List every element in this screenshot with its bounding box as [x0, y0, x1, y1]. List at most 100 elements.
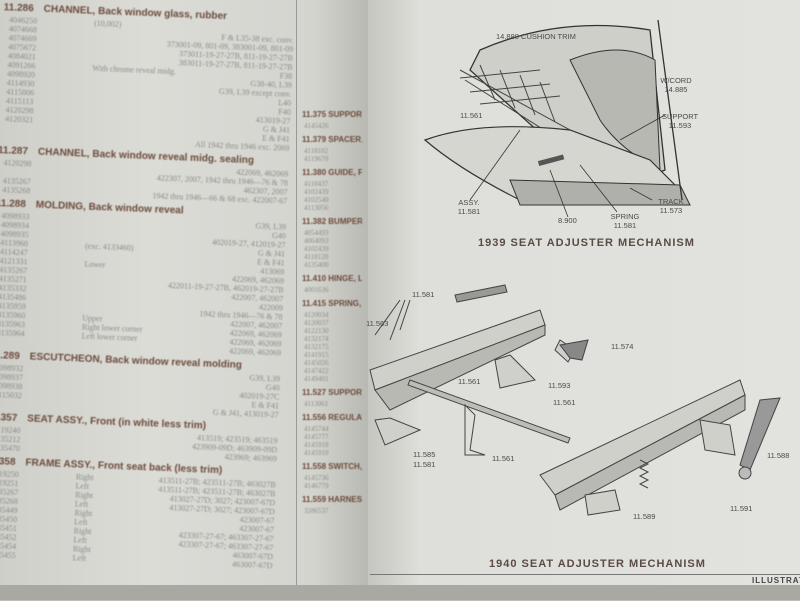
figure-title-1939: 1939 SEAT ADJUSTER MECHANISM [478, 237, 695, 249]
column-divider [296, 0, 297, 590]
part-number: 4132174 [304, 335, 329, 343]
entry-number: 11.375 [302, 110, 327, 119]
part-number: 4102439 [304, 188, 329, 196]
entry-number: 11.286 [3, 2, 34, 15]
entry-number: 11.558 [302, 462, 327, 471]
part-number: 4147422 [304, 367, 329, 375]
middle-entry-heading: 11.559 HARNESS, Seat [302, 495, 362, 505]
entry-title: SPACER, Front [328, 135, 362, 144]
entry-number: 11.559 [302, 495, 327, 504]
entry-number: 11.415 [302, 299, 327, 308]
callout-11588: 11.588 [767, 451, 790, 460]
entry-title: SUPPORT, Front [328, 110, 362, 119]
entry-number: 11.382 [302, 217, 327, 226]
figure-title-1940: 1940 SEAT ADJUSTER MECHANISM [489, 558, 706, 570]
part-number: 4064093 [304, 237, 329, 245]
part-number: 4113056 [304, 204, 329, 212]
entry-title: SWITCH, Seat [328, 462, 362, 471]
callout-11585: 11.585 [413, 450, 436, 459]
entry-number: 11.556 [302, 413, 327, 422]
part-number: 3286537 [304, 507, 329, 515]
part-number: 4145918 [304, 441, 329, 449]
part-number: 4141915 [304, 351, 329, 359]
entry-number: 11.289 [0, 349, 20, 363]
seat-adjuster-exploded-illustration [369, 284, 781, 516]
entry-title: BUMPER, Front [328, 217, 362, 226]
part-number: 4145910 [304, 449, 329, 457]
part-number: 4135268 [2, 185, 31, 196]
part-number: 4110437 [304, 180, 329, 188]
middle-entry-heading: 11.379 SPACER, Front [302, 135, 362, 145]
part-number: 4145026 [304, 359, 329, 367]
footer-rule [370, 574, 800, 575]
entry-title: SPRING, Front [328, 299, 362, 308]
part-application: 463007-67D [231, 559, 273, 571]
part-number: 4145426 [304, 122, 329, 130]
entry-title: HINGE, Lower [328, 274, 362, 283]
callout-11561-a: 11.561 [458, 377, 481, 386]
callout-spring: SPRING 11.581 [608, 212, 642, 230]
callout-11593: 11.593 [548, 381, 571, 390]
part-description: Left [72, 553, 87, 563]
callout-track-text: TRACK 11.573 [658, 197, 684, 215]
entry-number: 11.287 [0, 145, 29, 158]
part-number: 4113061 [304, 400, 329, 408]
part-number: 4135455 [0, 549, 16, 561]
entry-number: 11.380 [302, 168, 327, 177]
part-number: 4102439 [304, 245, 329, 253]
entry-number: 11.358 [0, 455, 16, 468]
callout-wcord: W/CORD 14.885 [656, 76, 696, 94]
middle-entry-heading: 11.380 GUIDE, Front [302, 168, 362, 178]
callout-11561-c: 11.561 [492, 454, 515, 463]
part-application: G & J41, 413019-27 [212, 407, 279, 420]
entry-title: REGULATOR, Front [328, 413, 362, 422]
part-number: 4120037 [304, 319, 329, 327]
callout-8900: 8.900 [558, 216, 577, 225]
part-number: 4001636 [304, 286, 329, 294]
callout-support: SUPPORT 11.593 [660, 112, 700, 130]
entry-number: 11.410 [302, 274, 327, 283]
middle-entry-heading: 11.375 SUPPORT, Front [302, 110, 362, 120]
callout-assy: ASSY. 11.581 [455, 198, 483, 216]
part-number: 4120034 [304, 311, 329, 319]
part-number: 4119670 [304, 155, 329, 163]
callout-11563: 11.563 [366, 319, 389, 328]
entry-title: HARNESS, Seat [328, 495, 362, 504]
part-number: 4054493 [304, 229, 329, 237]
part-number: 4135470 [0, 443, 21, 454]
callout-11581-bottom: 11.581 [413, 460, 436, 469]
part-number: 4122130 [304, 327, 329, 335]
middle-entry-heading: 11.558 SWITCH, Seat [302, 462, 362, 472]
part-number: 4118120 [304, 253, 329, 261]
part-number: 4146779 [304, 482, 329, 490]
table-surface [0, 585, 800, 600]
part-number: 4145744 [304, 425, 329, 433]
part-number: 4145736 [304, 474, 329, 482]
part-number: 4132175 [304, 343, 329, 351]
middle-entry-heading: 11.527 SUPPORT, Front [302, 388, 362, 398]
part-application: 422069, 462069 [228, 346, 282, 358]
part-application: 423969; 463969 [224, 452, 277, 464]
part-number: 4145777 [304, 433, 329, 441]
callout-assy-text: ASSY. 11.581 [457, 198, 481, 216]
callout-11589: 11.589 [633, 512, 656, 521]
part-number: 4102540 [304, 196, 329, 204]
middle-entry-heading: 11.410 HINGE, Lower [302, 274, 362, 284]
callout-spring-text: SPRING 11.581 [610, 212, 640, 230]
part-application: F40 [278, 107, 291, 117]
callout-track: TRACK 11.573 [654, 197, 688, 215]
callout-wcord-text: W/CORD 14.885 [660, 76, 692, 94]
part-number: 4149401 [304, 375, 329, 383]
middle-entry-heading: 11.556 REGULATOR, Front [302, 413, 362, 423]
section-label: ILLUSTRATI [752, 576, 800, 585]
callout-cushion-trim: 14.880 CUSHION TRIM [496, 32, 576, 41]
seat-cushion-illustration [423, 19, 691, 218]
entry-number: 11.379 [302, 135, 327, 144]
part-number: 4135400 [304, 261, 329, 269]
callout-support-text: SUPPORT 11.593 [661, 112, 699, 130]
callout-11561: 11.561 [460, 111, 483, 120]
callout-11581-top: 11.581 [412, 290, 435, 299]
part-number: 4118102 [304, 147, 329, 155]
entry-title: SUPPORT, Front [328, 388, 362, 397]
